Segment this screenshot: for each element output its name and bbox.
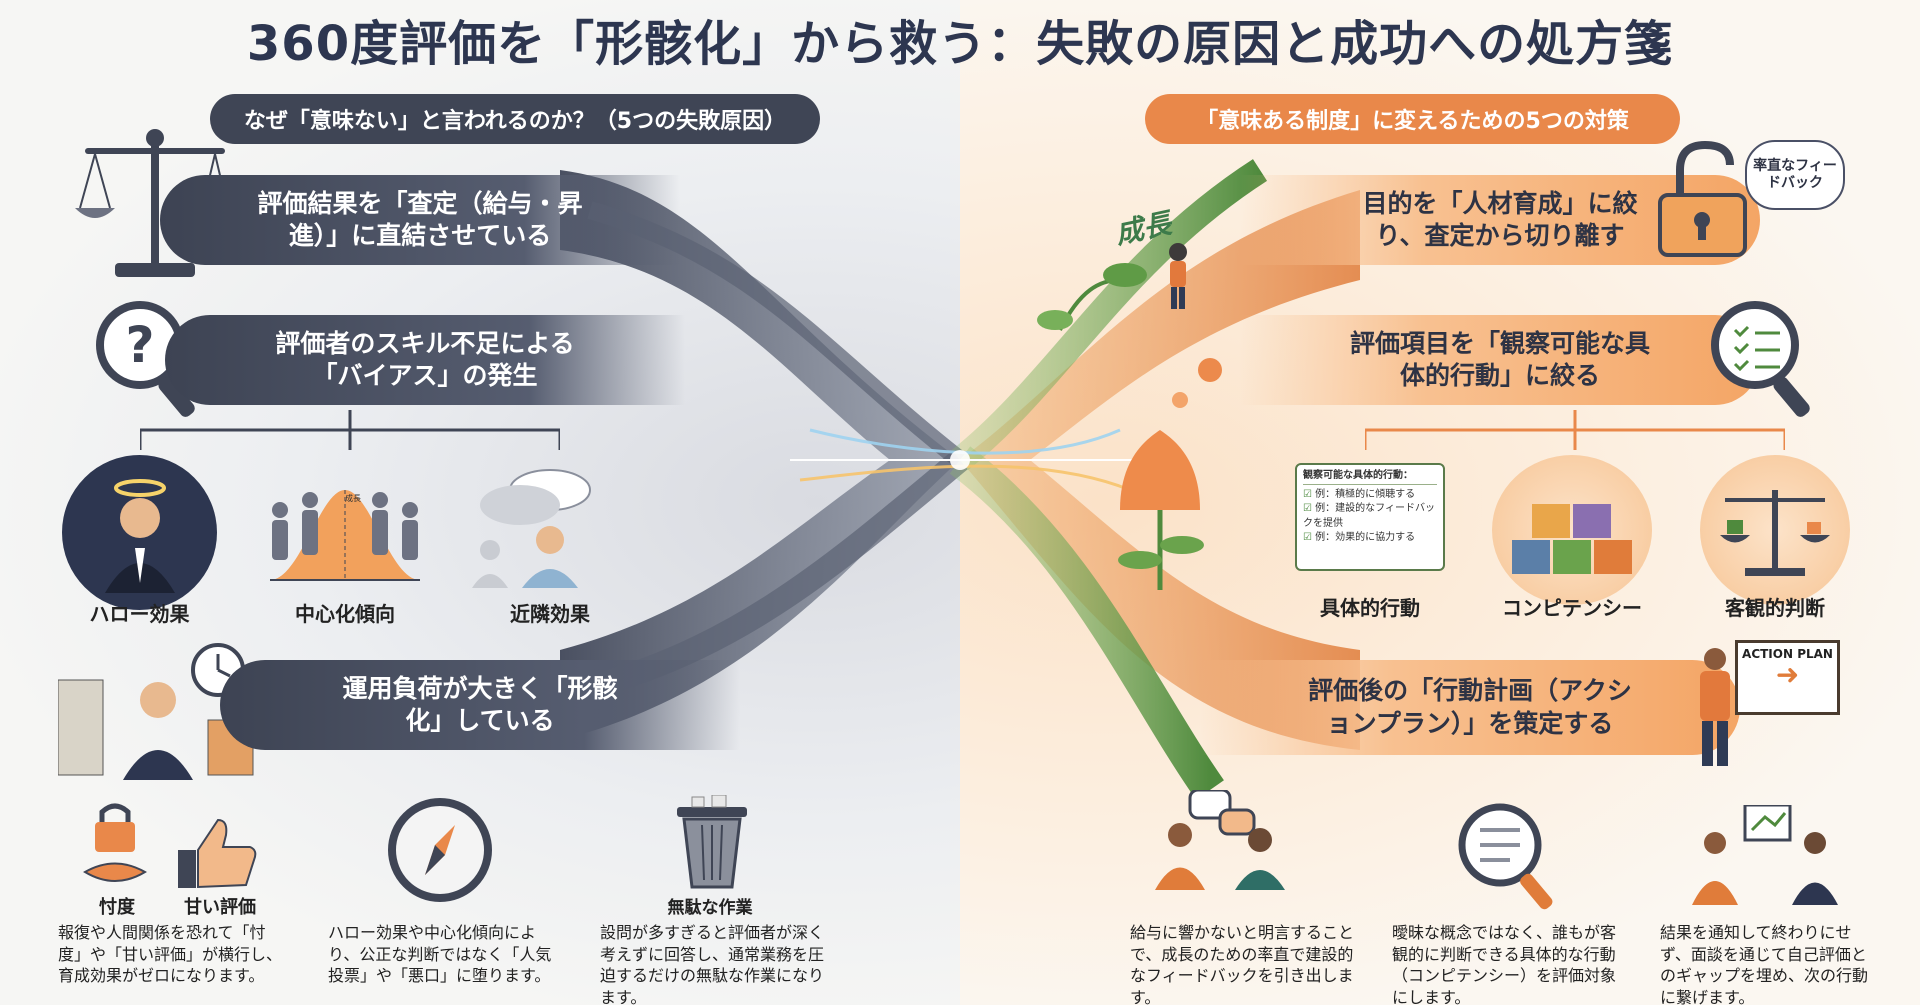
right-item-label-1: 具体的行動 xyxy=(1320,596,1420,620)
compass-icon xyxy=(388,798,492,902)
recency-effect-icon xyxy=(472,469,591,588)
bias-label-halo: ハロー効果 xyxy=(89,602,190,626)
unlocked-padlock-icon xyxy=(1658,140,1747,257)
left-banner-3-text: 運用負荷が大きく「形骸化」している xyxy=(342,673,618,736)
plant-icon xyxy=(1037,263,1147,331)
left-desc-2: ハロー効果や中心化傾向により、公正な判断ではなく「人気投票」や「悪口」に堕ります… xyxy=(328,923,552,986)
central-tendency-icon xyxy=(270,490,420,581)
svg-text:?: ? xyxy=(125,316,154,374)
label-sontaku: 忖度 xyxy=(99,897,135,918)
action-plan-label: ACTION PLAN xyxy=(1742,647,1833,661)
trash-can-icon xyxy=(677,795,747,889)
objective-scales-icon xyxy=(1700,455,1850,605)
speech-bubble-feedback: 率直なフィードバック xyxy=(1745,140,1845,210)
right-item-label-2: コンピテンシー xyxy=(1502,596,1642,620)
bias-label-recency: 近隣効果 xyxy=(510,602,590,626)
magnifier-document-icon xyxy=(1458,803,1553,910)
left-desc-3: 設問が多すぎると評価者が深く考えずに回答し、通常業務を圧迫するだけの無駄な作業に… xyxy=(600,923,825,1005)
right-banner-1-text: 目的を「人材育成」に絞り、査定から切り離す xyxy=(1362,188,1638,251)
central-tendency-chart-label: 成長 xyxy=(345,494,361,503)
right-banner-3: 評価後の「行動計画（アクションプラン）」を策定する xyxy=(1200,660,1740,755)
left-banner-2: 評価者のスキル不足による「バイアス」の発生 xyxy=(165,315,685,405)
bias-label-central: 中心化傾向 xyxy=(295,602,395,626)
left-header: なぜ「意味ない」と言われるのか？（5つの失敗原因） xyxy=(210,94,820,144)
right-item-label-3: 客観的判断 xyxy=(1725,596,1825,620)
check-card-row: 例：建設的なフィードバックを提供 xyxy=(1303,502,1437,531)
presenter-icon xyxy=(1700,648,1730,766)
magnifier-question-icon: ? xyxy=(96,301,195,417)
left-banner-1-text: 評価結果を「査定（給与・昇進）」に直結させている xyxy=(257,188,583,251)
page-title: 360度評価を「形骸化」から救う：失敗の原因と成功への処方箋 xyxy=(246,16,1674,72)
arrow-right-icon: ➜ xyxy=(1775,658,1800,691)
right-banner-2: 評価項目を「観察可能な具体的行動」に絞る xyxy=(1240,315,1760,405)
check-card-title: 観察可能な具体的行動： xyxy=(1303,469,1437,485)
magnifier-checklist-icon xyxy=(1711,301,1810,417)
right-desc-2: 曖昧な概念ではなく、誰もが客観的に判断できる具体的な行動（コンピテンシー）を評価… xyxy=(1392,923,1617,1005)
check-card-row: 例：積極的に傾聴する xyxy=(1303,488,1437,503)
right-banner-3-text: 評価後の「行動計画（アクションプラン）」を策定する xyxy=(1308,676,1632,738)
right-connector-lines xyxy=(1365,410,1785,450)
lock-lips-icon xyxy=(83,803,147,882)
left-desc-1: 報復や人間関係を恐れて「忖度」や「甘い評価」が横行し、育成効果がゼロになります。 xyxy=(58,923,283,986)
left-banner-2-text: 評価者のスキル不足による「バイアス」の発生 xyxy=(275,328,575,391)
conversation-icon xyxy=(1155,790,1285,890)
competency-blocks-icon xyxy=(1492,455,1652,605)
right-desc-1: 給与に響かないと明言することで、成長のための率直で建設的なフィードバックを引き出… xyxy=(1130,923,1355,1005)
thumbs-up-icon xyxy=(178,818,257,889)
right-banner-2-text: 評価項目を「観察可能な具体的行動」に絞る xyxy=(1349,328,1650,391)
right-header: 「意味ある制度」に変えるための5つの対策 xyxy=(1145,94,1680,144)
halo-effect-icon xyxy=(62,455,217,610)
label-amai: 甘い評価 xyxy=(184,897,256,918)
right-desc-3: 結果を通知して終わりにせず、面談を通じて自己評価とのギャップを埋め、次の行動に繋… xyxy=(1660,923,1869,1005)
observable-behavior-card: 観察可能な具体的行動： 例：積極的に傾聴する 例：建設的なフィードバックを提供 … xyxy=(1295,463,1445,571)
check-card-row: 例：効果的に協力する xyxy=(1303,531,1437,546)
left-banner-1: 評価結果を「査定（給与・昇進）」に直結させている xyxy=(160,175,680,265)
feedback-meeting-icon xyxy=(1692,805,1838,905)
label-muda: 無駄な作業 xyxy=(667,898,753,918)
bias-connector-lines xyxy=(140,410,560,450)
left-banner-3: 運用負荷が大きく「形骸化」している xyxy=(220,660,740,750)
action-plan-board: ACTION PLAN ➜ xyxy=(1735,640,1840,715)
